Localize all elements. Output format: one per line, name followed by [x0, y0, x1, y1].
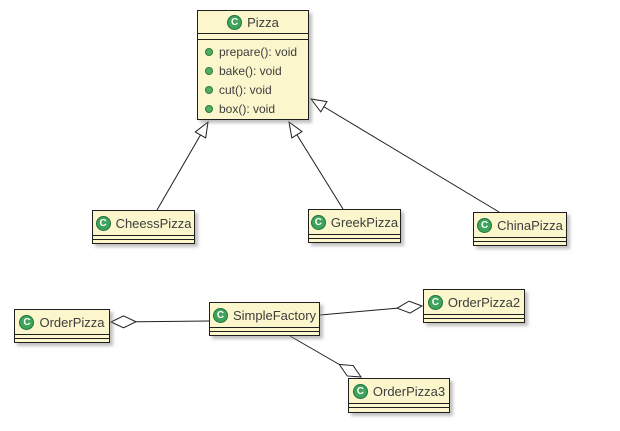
generalization-cheesspizza-pizza	[156, 120, 209, 211]
class-name: OrderPizza	[39, 314, 105, 330]
method-label: box(): void	[219, 101, 276, 116]
class-title-chinapizza: C ChinaPizza	[474, 213, 566, 238]
method-item: prepare(): void	[198, 42, 308, 61]
class-name: OrderPizza2	[447, 294, 521, 310]
class-name: OrderPizza3	[372, 383, 446, 399]
class-name: CheessPizza	[115, 215, 192, 231]
methods-compartment: prepare(): void bake(): void cut(): void…	[198, 40, 308, 118]
fields-compartment	[424, 315, 524, 319]
aggregation-simplefactory-orderpizza2	[319, 306, 422, 316]
class-icon: C	[477, 217, 493, 233]
fields-compartment	[474, 238, 566, 242]
class-icon: C	[427, 294, 443, 310]
class-title-cheesspizza: C CheessPizza	[93, 211, 194, 236]
class-name: SimpleFactory	[232, 307, 317, 323]
public-visibility-icon	[205, 85, 213, 94]
aggregation-simplefactory-orderpizza3	[289, 335, 361, 377]
class-node-orderpizza2: C OrderPizza2	[423, 289, 525, 323]
class-node-pizza: C Pizza prepare(): void bake(): void cut…	[197, 10, 309, 120]
methods-compartment	[210, 332, 319, 335]
fields-compartment	[309, 235, 400, 239]
method-label: prepare(): void	[219, 44, 298, 59]
class-node-cheesspizza: C CheessPizza	[92, 210, 195, 244]
class-title-pizza: C Pizza	[198, 11, 308, 34]
class-icon: C	[310, 214, 326, 230]
methods-compartment	[15, 339, 109, 342]
fields-compartment	[93, 236, 194, 240]
class-icon: C	[95, 215, 111, 231]
class-icon: C	[19, 314, 35, 330]
method-label: cut(): void	[219, 82, 272, 97]
class-icon: C	[227, 14, 243, 30]
method-item: box(): void	[198, 99, 308, 118]
methods-compartment	[474, 242, 566, 245]
class-node-chinapizza: C ChinaPizza	[473, 212, 567, 246]
class-node-orderpizza: C OrderPizza	[14, 309, 110, 343]
class-icon: C	[212, 307, 228, 323]
public-visibility-icon	[205, 47, 213, 56]
methods-compartment	[349, 408, 449, 411]
class-title-simplefactory: C SimpleFactory	[210, 303, 319, 328]
fields-compartment	[198, 34, 308, 40]
methods-compartment	[93, 240, 194, 243]
class-name: GreekPizza	[330, 214, 399, 230]
class-title-orderpizza3: C OrderPizza3	[349, 379, 449, 404]
class-title-greekpizza: C GreekPizza	[309, 210, 400, 235]
public-visibility-icon	[205, 66, 213, 75]
class-name: Pizza	[247, 14, 279, 30]
method-item: cut(): void	[198, 80, 308, 99]
method-item: bake(): void	[198, 61, 308, 80]
methods-compartment	[309, 239, 400, 242]
methods-compartment	[424, 319, 524, 322]
class-node-greekpizza: C GreekPizza	[308, 209, 401, 243]
class-icon: C	[352, 383, 368, 399]
fields-compartment	[210, 328, 319, 332]
aggregation-simplefactory-orderpizza	[111, 321, 210, 322]
class-node-simplefactory: C SimpleFactory	[209, 302, 320, 336]
class-node-orderpizza3: C OrderPizza3	[348, 378, 450, 413]
fields-compartment	[349, 404, 449, 408]
method-label: bake(): void	[219, 63, 282, 78]
generalization-chinapizza-pizza	[309, 98, 500, 213]
public-visibility-icon	[205, 104, 213, 113]
generalization-greekpizza-pizza	[288, 120, 344, 210]
class-name: ChinaPizza	[497, 217, 563, 233]
fields-compartment	[15, 335, 109, 339]
class-title-orderpizza2: C OrderPizza2	[424, 290, 524, 315]
class-title-orderpizza: C OrderPizza	[15, 310, 109, 335]
